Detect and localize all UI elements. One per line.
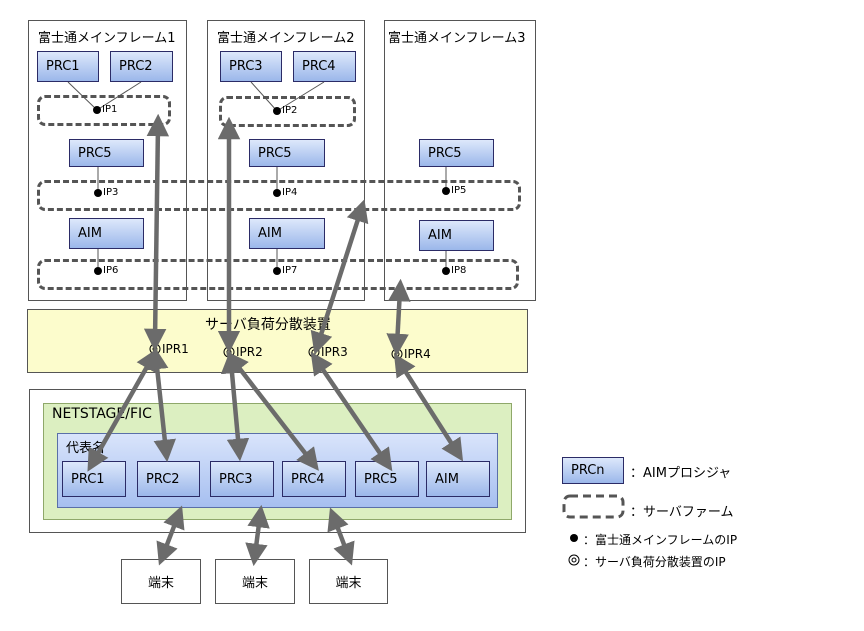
ipr4-outer xyxy=(391,348,403,360)
arrow-ip45-ipr3 xyxy=(310,199,369,355)
mainframe-3-title: 富士通メインフレーム3 xyxy=(388,31,526,46)
mf1-prc2: PRC2 xyxy=(110,51,173,82)
ip1-label: IP1 xyxy=(102,104,118,115)
arrow-ipr3-nsprc5 xyxy=(310,351,393,472)
legend-farm-text: ：サーバファーム xyxy=(630,505,734,520)
legend-ip-dot xyxy=(570,534,578,542)
legend-ipr-text: ：サーバ負荷分散装置のIP xyxy=(583,555,726,569)
ipr4-inner xyxy=(394,351,400,357)
arrow-ipr2-nsprc4 xyxy=(226,351,319,471)
ip1-dot xyxy=(93,106,101,114)
line-prc4-ip2 xyxy=(276,81,325,112)
mf1-prc5: PRC5 xyxy=(69,139,144,167)
server-farm-ip2 xyxy=(219,96,356,127)
mf2-prc3: PRC3 xyxy=(220,51,282,82)
ipr3-inner xyxy=(311,349,317,355)
ip6-label: IP6 xyxy=(103,265,119,276)
ip8-dot xyxy=(442,267,450,275)
ipr1-outer xyxy=(149,343,161,355)
ip5-dot xyxy=(442,187,450,195)
legend-ipr-outer xyxy=(568,554,580,566)
mf3-aim: AIM xyxy=(419,220,494,251)
ipr3-label: IPR3 xyxy=(321,345,348,359)
ns-aim: AIM xyxy=(426,461,490,497)
arrow-terminal3 xyxy=(327,507,355,566)
ipr1-label: IPR1 xyxy=(162,342,189,356)
mainframe-1-title: 富士通メインフレーム1 xyxy=(38,31,176,46)
ip4-dot xyxy=(273,189,281,197)
ipr3-outer xyxy=(308,346,320,358)
ip8-label: IP8 xyxy=(451,265,467,276)
legend-ip-text: ：富士通メインフレームのIP xyxy=(583,533,738,547)
ip3-label: IP3 xyxy=(103,187,119,198)
ipr4-label: IPR4 xyxy=(404,347,431,361)
ip2-dot xyxy=(273,107,281,115)
mf1-aim: AIM xyxy=(69,218,144,249)
legend-prc-text: ：AIMプロシジャ xyxy=(630,466,732,481)
ip2-label: IP2 xyxy=(282,105,298,116)
ipr2-label: IPR2 xyxy=(236,345,263,359)
ipr2-inner xyxy=(226,349,232,355)
terminal-2: 端末 xyxy=(215,559,295,604)
terminal-3: 端末 xyxy=(309,559,388,604)
ip5-label: IP5 xyxy=(451,185,467,196)
ip7-label: IP7 xyxy=(282,265,298,276)
legend-prc-sample: PRCn xyxy=(562,457,624,484)
legend-dashed-sample xyxy=(562,494,625,519)
ip3-dot xyxy=(94,189,102,197)
arrow-ipr1-nsprc2 xyxy=(146,346,176,463)
mf2-prc5: PRC5 xyxy=(249,139,325,167)
arrow-ipr1-nsprc1 xyxy=(87,348,158,472)
arrow-ipr2-nsprc3 xyxy=(220,350,250,462)
server-farm-ip1 xyxy=(37,95,171,126)
ip7-dot xyxy=(273,267,281,275)
mf2-prc4: PRC4 xyxy=(293,51,356,82)
server-farm-ip345 xyxy=(37,180,521,211)
ip4-label: IP4 xyxy=(282,187,298,198)
line-prc3-ip2 xyxy=(250,81,278,112)
terminal-1: 端末 xyxy=(121,559,201,604)
legend-ipr-inner xyxy=(571,557,577,563)
arrow-ip1-ipr1 xyxy=(143,113,170,352)
server-farm-ip678 xyxy=(37,259,519,290)
arrow-terminal1 xyxy=(156,505,185,566)
mainframe-2-title: 富士通メインフレーム2 xyxy=(217,31,355,46)
arrow-ipr4-nsaim xyxy=(393,353,464,462)
ipr2-outer xyxy=(223,346,235,358)
line-prc1-ip1 xyxy=(67,81,98,111)
arrow-ip8-ipr4 xyxy=(386,278,411,357)
mf1-prc1: PRC1 xyxy=(37,51,99,82)
ip6-dot xyxy=(94,267,102,275)
arrow-terminal2 xyxy=(245,504,270,567)
mf3-prc5: PRC5 xyxy=(419,139,494,167)
line-prc2-ip1 xyxy=(96,81,142,111)
ipr1-inner xyxy=(152,346,158,352)
